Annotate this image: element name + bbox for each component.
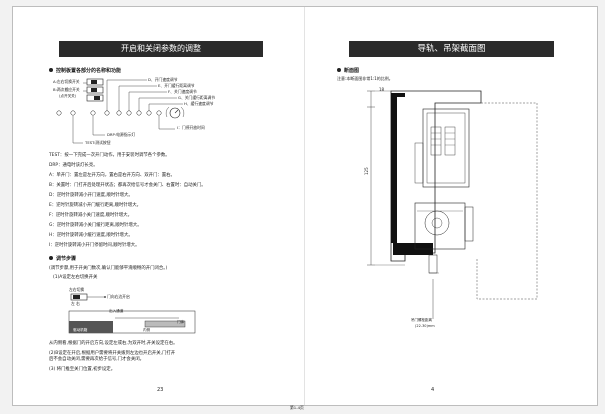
- left-page-title: 开启和关闭参数的调整: [59, 41, 263, 57]
- step-1: (1)A设定左右切换开关: [53, 275, 98, 280]
- label-f: F、关门速度调节: [168, 89, 197, 94]
- label-h: H、缓行速度调节: [184, 101, 214, 106]
- label-a: A:左右切换开关: [53, 79, 80, 84]
- page-gutter: [304, 7, 305, 405]
- bullet-icon: [49, 256, 53, 260]
- label-e: E、开门缓行距离调节: [158, 83, 195, 88]
- desc-line: B：关置时：门打开后处理开状态；都再次给信号才会关门、右置时：自动关门。: [49, 183, 206, 188]
- step-line: 后不会自动关闭,需要再次给于信号,门才会关闭。: [49, 357, 144, 362]
- steps-intro: (调节步骤,用于开关门数次,确认门能够平滑顺畅的开门闭合。): [49, 266, 168, 271]
- callout-line-1: 吊门螺栓距离: [411, 318, 432, 322]
- section-cross-section: 断面图: [337, 67, 359, 74]
- footer-page-range: 第1-4页: [290, 405, 304, 410]
- section-cross-section-label: 断面图: [344, 68, 360, 74]
- callout-line-2: (22-30)mm: [415, 324, 435, 328]
- track-inside-label: 内侧: [143, 328, 151, 332]
- control-panel-diagram: [56, 78, 185, 144]
- desc-line: A：单开门：置左是左开方向，置右是右开方向、双开门：置右。: [49, 173, 175, 178]
- document-spread: 开启和关闭参数的调整 控制板置各部分的名称和功能: [12, 6, 598, 406]
- right-page: 导轨、吊架截面图 断面图 注意:本断面图非常1:1的比例。: [305, 7, 597, 405]
- label-d: D、开门速度调节: [148, 77, 178, 82]
- desc-line: G：逆时针旋转减小关门缓行距离,顺时针增大。: [49, 223, 142, 228]
- dim-top-label: 18: [379, 87, 385, 92]
- dim-height-label: 125: [364, 167, 369, 175]
- track-door-label: 门体: [177, 320, 185, 324]
- label-b: B:两次搬应开关: [53, 87, 80, 92]
- label-b-sub: (点开关关): [59, 94, 77, 98]
- bullet-icon: [337, 68, 341, 72]
- step-line: (2)B设定在开启,根据用户需要将开关拨到左边也开启开关,门打开: [49, 351, 176, 356]
- desc-line: TEST：按一下完成一次开门动作，用于安装时调节各个参数。: [49, 153, 170, 158]
- section-adjust-steps-label: 调节步骤: [56, 256, 77, 262]
- scale-note: 注意:本断面图非常1:1的比例。: [337, 76, 393, 81]
- label-g: G、关门缓行距离调节: [178, 95, 216, 100]
- track-motor-label: 驱动机箱: [73, 328, 88, 332]
- desc-line: D：逆时针旋转减小开门速度,顺时针增大。: [49, 193, 133, 198]
- right-page-title: 导轨、吊架截面图: [349, 41, 554, 57]
- desc-line: DRP：通电时该灯长亮。: [49, 163, 98, 168]
- switch-note: 门向右边开启: [107, 294, 130, 299]
- switch-caption: 左右切换: [69, 287, 85, 292]
- step-line: (3) 将门推至关门位置,初步设定。: [49, 367, 116, 372]
- right-page-number: 4: [431, 387, 435, 393]
- section-panel-functions-label: 控制板置各部分的名称和功能: [56, 68, 122, 74]
- section-panel-functions: 控制板置各部分的名称和功能: [49, 67, 121, 74]
- desc-line: H：逆时针旋转减小缓行速度,顺时针增大。: [49, 233, 133, 238]
- desc-line: E：逆时针旋转减小开门缓行距离,顺时针增大。: [49, 203, 141, 208]
- bullet-icon: [49, 68, 53, 72]
- section-adjust-steps: 调节步骤: [49, 255, 76, 262]
- cross-section-drawing: [367, 90, 538, 319]
- desc-line: F：逆时针旋转减小关门速度,顺时针增大。: [49, 213, 132, 218]
- switch-diagram: [70, 293, 106, 301]
- left-page: 开启和关闭参数的调整 控制板置各部分的名称和功能: [13, 7, 305, 405]
- step-line: 从内侧看,根据门的开启方向,设定左或右,为双开时,开关设定在右。: [49, 341, 178, 346]
- left-page-number: 23: [157, 387, 164, 393]
- label-drp: DRP:电源指示灯: [107, 132, 136, 137]
- label-i: I：门停开放时间: [177, 125, 205, 130]
- label-test: TEST:测试按钮: [85, 140, 111, 145]
- switch-lr: 左 右: [71, 301, 80, 306]
- desc-line: I：逆时针旋转减小开门停留时间,顺时针增大。: [49, 243, 140, 248]
- track-opening-label: 出入通道: [109, 309, 124, 313]
- track-diagram: [68, 310, 196, 334]
